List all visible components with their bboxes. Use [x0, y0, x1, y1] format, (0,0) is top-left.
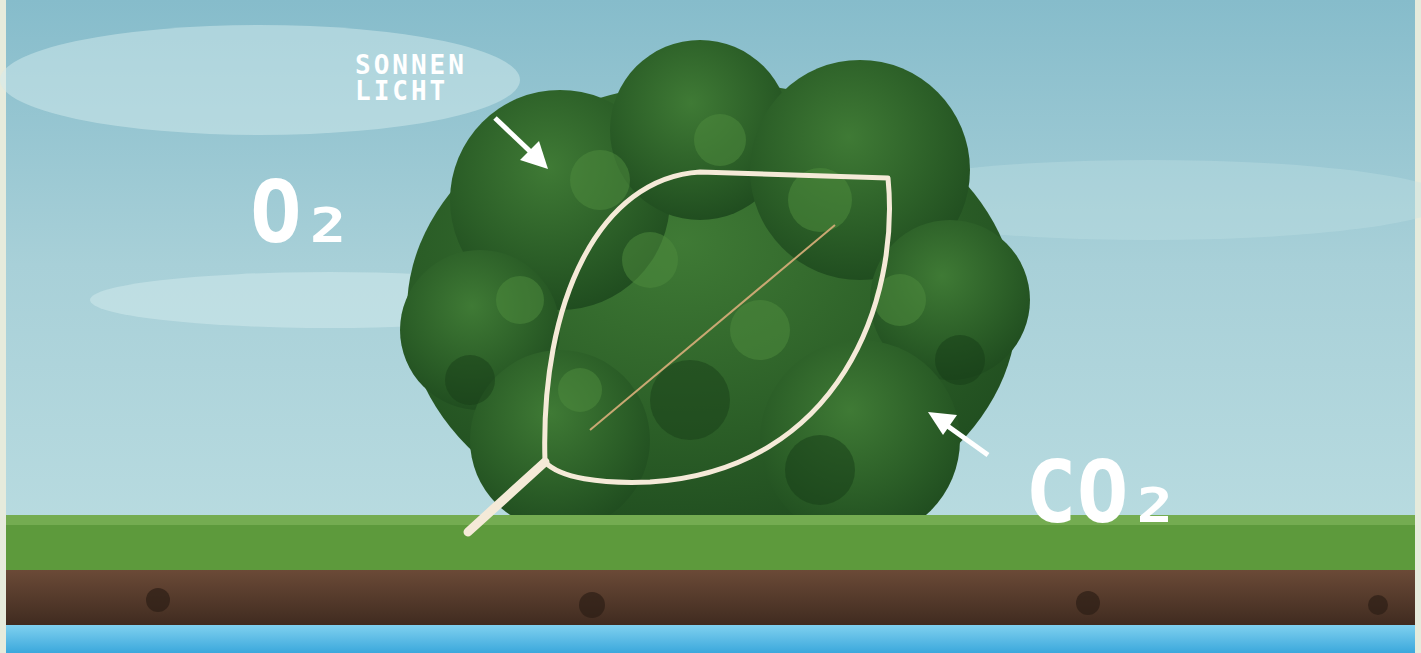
sunlight-label: SONNEN LICHT: [355, 52, 467, 104]
oxygen-label: O₂: [250, 165, 354, 260]
carbon-dioxide-label: CO₂: [1025, 445, 1180, 540]
